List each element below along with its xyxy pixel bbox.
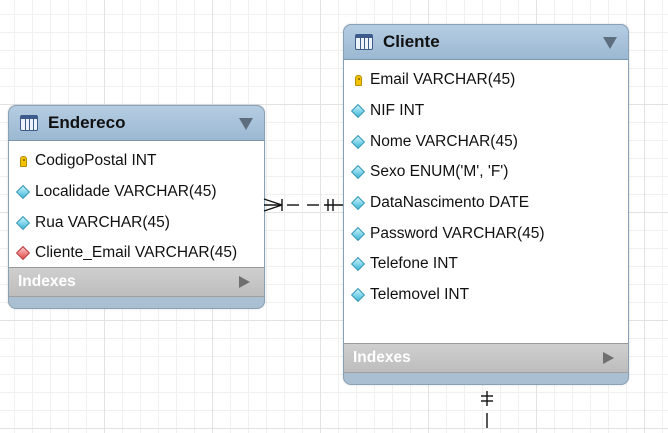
collapse-triangle-icon[interactable]	[603, 37, 617, 49]
table-icon	[20, 115, 38, 131]
column-label: CodigoPostal INT	[35, 152, 157, 170]
collapse-triangle-icon[interactable]	[239, 118, 253, 130]
table-icon	[355, 34, 373, 50]
crows-foot-upper	[263, 198, 283, 206]
table-title: Endereco	[48, 113, 126, 132]
column-label: Rua VARCHAR(45)	[35, 213, 170, 231]
expand-triangle-icon[interactable]	[239, 276, 250, 288]
indexes-section[interactable]: Indexes	[344, 344, 628, 373]
column-label: Password VARCHAR(45)	[370, 224, 545, 242]
column-row[interactable]: CodigoPostal INT	[9, 146, 264, 177]
column-label: Sexo ENUM('M', 'F')	[370, 163, 509, 181]
table-header[interactable]: Cliente	[344, 25, 628, 60]
column-label: Nome VARCHAR(45)	[370, 132, 518, 150]
column-label: Telefone INT	[370, 255, 458, 273]
column-label: DataNascimento DATE	[370, 194, 530, 212]
crows-foot-lower	[263, 204, 283, 212]
table-endereco[interactable]: Endereco CodigoPostal INT Localidade VAR…	[8, 105, 265, 309]
column-row[interactable]: NIF INT	[344, 96, 628, 127]
primary-key-icon	[354, 74, 362, 86]
column-label: Localidade VARCHAR(45)	[35, 183, 217, 201]
table-cliente[interactable]: Cliente Email VARCHAR(45) NIF INT Nome V…	[343, 24, 629, 385]
column-row[interactable]: Email VARCHAR(45)	[344, 65, 628, 96]
column-row[interactable]: Password VARCHAR(45)	[344, 218, 628, 249]
column-label: Telemovel INT	[370, 286, 470, 304]
column-row[interactable]: Rua VARCHAR(45)	[9, 207, 264, 238]
expand-triangle-icon[interactable]	[603, 352, 614, 364]
column-row[interactable]: Cliente_Email VARCHAR(45)	[9, 238, 264, 269]
column-row[interactable]: Nome VARCHAR(45)	[344, 126, 628, 157]
indexes-label: Indexes	[353, 349, 411, 366]
column-row[interactable]: Telefone INT	[344, 249, 628, 280]
table-title: Cliente	[383, 32, 440, 51]
indexes-label: Indexes	[18, 273, 76, 290]
columns-list: Email VARCHAR(45) NIF INT Nome VARCHAR(4…	[344, 60, 628, 344]
table-header[interactable]: Endereco	[9, 106, 264, 141]
column-row[interactable]: Telemovel INT	[344, 280, 628, 311]
columns-list: CodigoPostal INT Localidade VARCHAR(45) …	[9, 141, 264, 268]
primary-key-icon	[19, 155, 27, 167]
column-row[interactable]: Sexo ENUM('M', 'F')	[344, 157, 628, 188]
indexes-section[interactable]: Indexes	[9, 268, 264, 297]
column-row[interactable]: DataNascimento DATE	[344, 188, 628, 219]
column-label: Email VARCHAR(45)	[370, 71, 516, 89]
column-row[interactable]: Localidade VARCHAR(45)	[9, 177, 264, 208]
column-label: Cliente_Email VARCHAR(45)	[35, 244, 238, 262]
column-label: NIF INT	[370, 102, 425, 120]
